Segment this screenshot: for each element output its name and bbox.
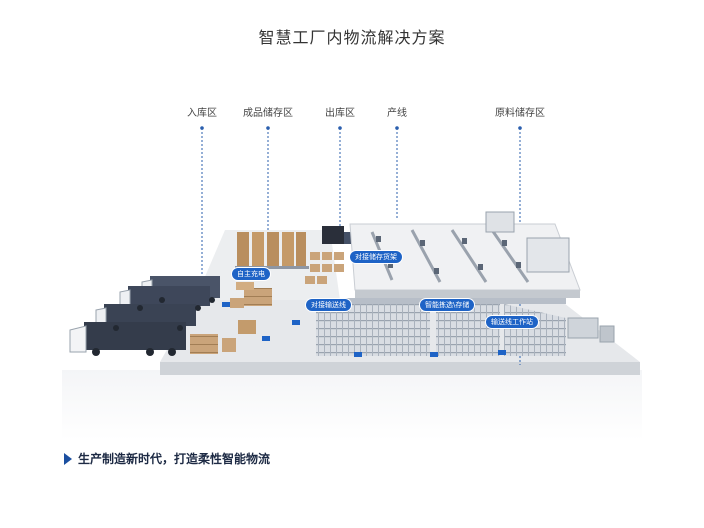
- slogan-text: 生产制造新时代，打造柔性智能物流: [78, 452, 271, 466]
- zone-label-inbound: 入库区: [187, 108, 217, 119]
- finished-goods-shelves: [235, 232, 309, 269]
- inbound-pallets: [190, 282, 272, 354]
- trucks: [69, 276, 220, 356]
- outbound-machine: [322, 226, 344, 244]
- callout-self-charging: 自主充电: [232, 268, 270, 280]
- pallet-rows: [305, 252, 344, 284]
- production-mezzanine: [349, 211, 581, 298]
- zone-label-outbound: 出库区: [325, 108, 355, 119]
- floor-shadow: [62, 370, 642, 440]
- callout-docking-conveyor: 对接输送线: [306, 299, 351, 311]
- zone-label-finished-goods-storage: 成品储存区: [243, 108, 293, 119]
- callout-docking-storage-rack: 对接储存货架: [350, 251, 402, 263]
- agv-robots: [222, 302, 506, 357]
- callout-smart-pick-store: 智能拣选\存储: [420, 299, 475, 311]
- floor-edge: [160, 362, 640, 375]
- slogan: 生产制造新时代，打造柔性智能物流: [64, 450, 270, 467]
- zone-label-production-line: 产线: [387, 108, 407, 119]
- conveyor-workstation: [567, 317, 615, 343]
- zone-label-raw-material-storage: 原料储存区: [495, 108, 545, 119]
- page-title: 智慧工厂内物流解决方案: [258, 28, 446, 47]
- play-arrow-icon: [64, 452, 72, 465]
- callout-conveyor-workstation: 输送线工作站: [486, 316, 538, 328]
